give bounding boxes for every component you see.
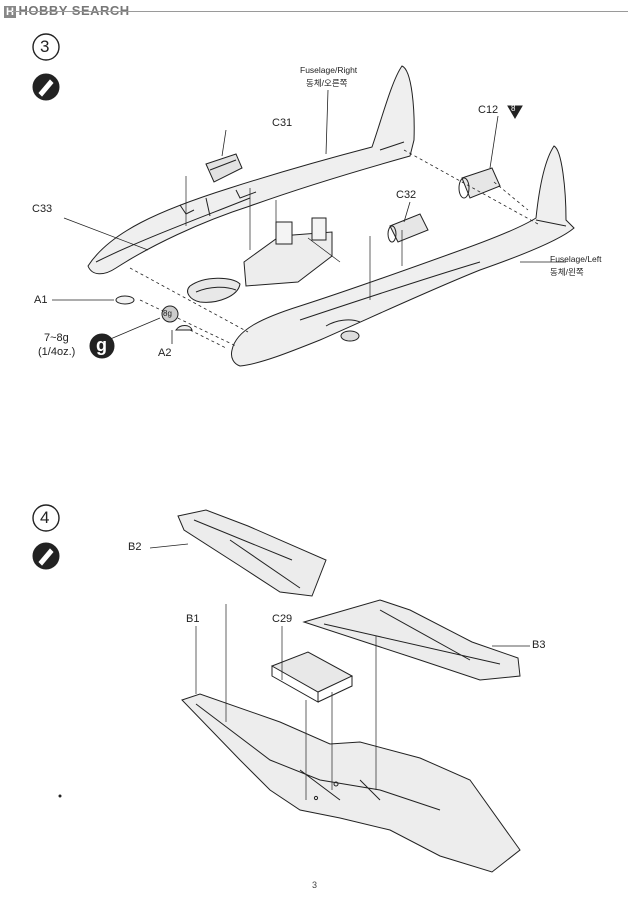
part-b3 (302, 599, 521, 681)
step-4-badge (32, 504, 60, 532)
label-c31: C31 (272, 117, 293, 129)
fuselage-left-label-en: Fuselage/Left (550, 254, 602, 264)
label-c12: C12 (478, 104, 499, 116)
part-a1 (115, 295, 135, 305)
cockpit-tub-part (243, 217, 333, 287)
label-a1: A1 (34, 294, 48, 306)
part-c32 (387, 213, 429, 243)
label-b1: B1 (186, 613, 200, 625)
page-number: 3 (312, 880, 318, 890)
weight-g-symbol: g (96, 335, 107, 355)
part-a2 (175, 325, 193, 331)
part-c29 (270, 651, 354, 703)
fuselage-right-part (87, 65, 415, 275)
part-b2 (177, 509, 327, 597)
part-c12 (458, 167, 501, 199)
part-b1 (181, 693, 521, 873)
c12-part-badge (507, 105, 523, 119)
fuselage-right-label-en: Fuselage/Right (300, 65, 358, 75)
watermark-text: HOBBY SEARCH (18, 3, 130, 18)
weight-badge (161, 305, 179, 323)
label-c33: C33 (32, 203, 53, 215)
label-a2: A2 (158, 347, 172, 359)
cement-icon (32, 73, 60, 101)
step-4-number: 4 (40, 508, 50, 527)
step-3-number: 3 (40, 37, 50, 56)
label-c32: C32 (396, 189, 417, 201)
c12-badge-number: 8 (511, 104, 516, 113)
fuselage-right-label-ko: 동체/오른쪽 (306, 78, 348, 88)
label-b3: B3 (532, 639, 546, 651)
fuselage-left-part (231, 145, 575, 367)
step-3-badge (32, 33, 60, 61)
part-c33 (187, 277, 241, 303)
label-b2: B2 (128, 541, 142, 553)
weight-oz: (1/4oz.) (38, 346, 76, 358)
fuselage-left-label-ko: 동체/왼쪽 (550, 267, 584, 277)
header-rule (12, 11, 628, 12)
weight-badge-label: 8g (163, 309, 172, 318)
part-c31 (205, 153, 243, 183)
label-c29: C29 (272, 613, 293, 625)
weight-g-icon (89, 333, 115, 359)
weight-amount: 7~8g (44, 332, 69, 344)
cement-icon-step4 (32, 542, 60, 570)
watermark-logo: H (4, 6, 17, 18)
